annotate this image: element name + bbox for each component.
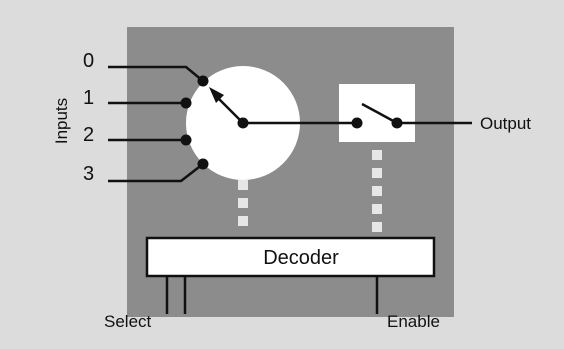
select-label: Select	[104, 312, 152, 331]
rotary-wiper-arm	[217, 97, 244, 124]
input-contact-0	[197, 75, 209, 87]
control-link-output-switch	[372, 150, 382, 232]
input-wire-0	[108, 65, 204, 82]
input-label-2: 2	[83, 124, 94, 146]
output-switch-contact-in	[351, 117, 363, 129]
enable-label: Enable	[387, 312, 440, 331]
control-link-rotary	[238, 180, 248, 226]
output-label: Output	[480, 114, 531, 133]
decoder-label: Decoder	[263, 247, 339, 269]
decoder-box	[145, 236, 436, 278]
input-label-3: 3	[83, 163, 94, 185]
rotary-wiper-arrowhead	[209, 87, 224, 103]
input-label-0: 0	[83, 50, 94, 72]
input-contact-3	[197, 158, 209, 170]
output-switch-blade	[361, 102, 398, 125]
input-contact-2	[180, 134, 192, 146]
input-wire-3	[108, 163, 204, 183]
input-label-1: 1	[83, 87, 94, 109]
inputs-group-label: Inputs	[52, 98, 71, 144]
input-contact-1	[180, 97, 192, 109]
